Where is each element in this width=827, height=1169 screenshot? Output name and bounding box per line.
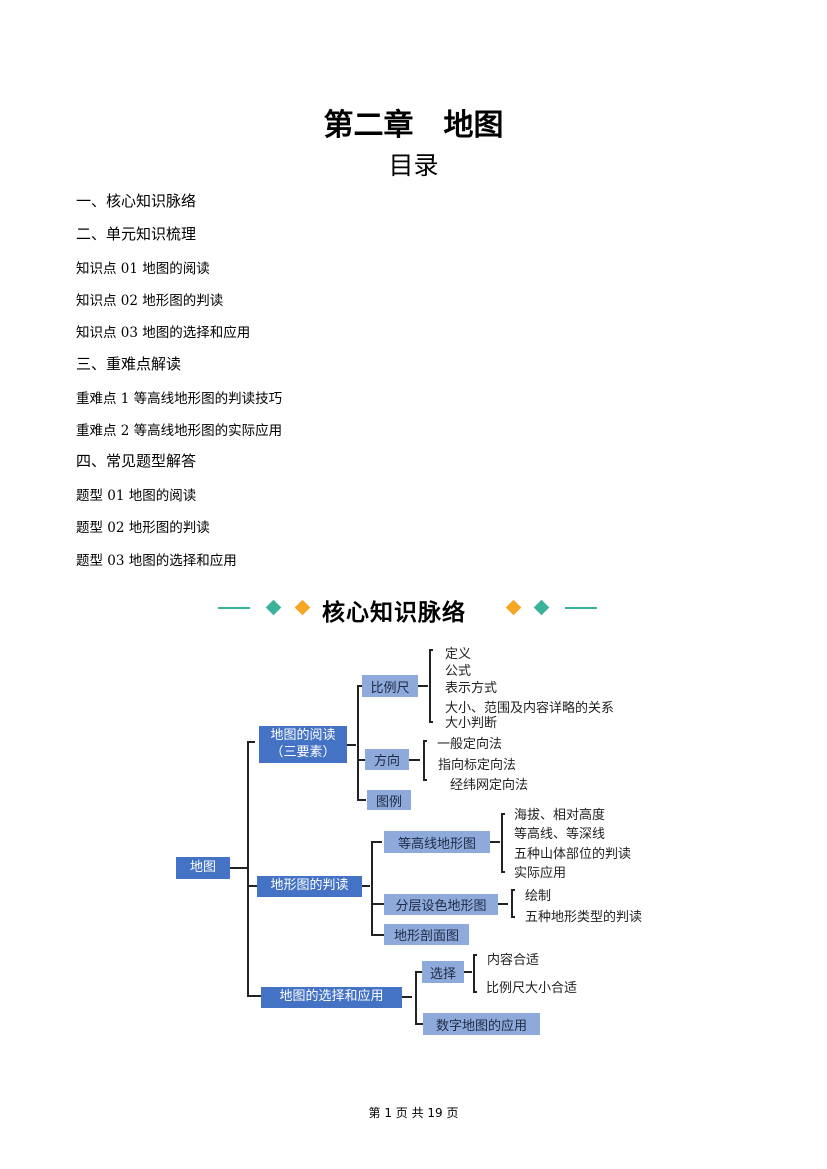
toc-item[interactable]: 题型 02 地形图的判读: [76, 520, 210, 536]
mindmap-branch: 地图的选择和应用: [261, 987, 402, 1008]
mindmap-node: 选择: [422, 961, 464, 983]
mindmap-node: 地形剖面图: [384, 924, 469, 945]
mindmap-leaf: 内容合适: [487, 953, 540, 968]
toc-item[interactable]: 题型 01 地图的阅读: [76, 488, 197, 504]
toc-item[interactable]: 重难点 1 等高线地形图的判读技巧: [76, 391, 283, 407]
toc-item[interactable]: 重难点 2 等高线地形图的实际应用: [76, 423, 283, 439]
mindmap-leaf: 海拔、相对高度: [514, 808, 606, 823]
mindmap-leaf: 五种山体部位的判读: [514, 847, 632, 862]
mindmap-node: 数字地图的应用: [423, 1013, 540, 1035]
toc-item[interactable]: 题型 03 地图的选择和应用: [76, 553, 237, 569]
mindmap-node: 等高线地形图: [384, 831, 490, 853]
mindmap-leaf: 五种地形类型的判读: [525, 910, 643, 925]
mindmap-leaf: 大小判断: [445, 716, 498, 731]
mindmap-node: 比例尺: [362, 675, 418, 697]
toc-item[interactable]: 三、重难点解读: [76, 355, 182, 373]
banner-line-right: [565, 607, 597, 609]
mindmap-leaf: 比例尺大小合适: [486, 981, 578, 996]
mindmap-leaf: 实际应用: [514, 866, 567, 881]
toc-item[interactable]: 知识点 02 地形图的判读: [76, 293, 224, 309]
toc-item[interactable]: 知识点 01 地图的阅读: [76, 261, 210, 277]
mindmap-node: 分层设色地形图: [384, 894, 498, 915]
mindmap-leaf: 绘制: [525, 889, 552, 904]
mindmap-leaf: 经纬网定向法: [450, 778, 529, 793]
toc-item[interactable]: 四、常见题型解答: [76, 452, 197, 470]
mindmap-leaf: 指向标定向法: [438, 758, 517, 773]
mindmap-leaf: 等高线、等深线: [514, 827, 606, 842]
mindmap-leaf: 定义: [445, 647, 472, 662]
page-title: 第二章 地图: [323, 108, 504, 143]
toc-item[interactable]: 一、核心知识脉络: [76, 192, 197, 210]
mindmap-leaf: 表示方式: [445, 681, 498, 696]
mindmap-leaf: 大小、范围及内容详略的关系: [445, 701, 615, 716]
mindmap-branch: 地形图的判读: [257, 876, 362, 897]
mindmap-node: 图例: [367, 790, 411, 810]
banner-line-left: [218, 607, 250, 609]
mindmap-leaf: 公式: [445, 664, 472, 679]
mindmap-leaf: 一般定向法: [437, 737, 503, 752]
mindmap-root: 地图: [176, 857, 230, 879]
page-footer: 第 1 页 共 19 页: [368, 1106, 459, 1120]
toc-item[interactable]: 知识点 03 地图的选择和应用: [76, 325, 251, 341]
mindmap-branch: 地图的阅读 （三要素）: [259, 726, 347, 763]
mindmap-node: 方向: [365, 749, 409, 770]
toc-item[interactable]: 二、单元知识梳理: [76, 225, 197, 243]
section-banner-title: 核心知识脉络: [322, 600, 466, 626]
toc-title: 目录: [388, 151, 439, 180]
